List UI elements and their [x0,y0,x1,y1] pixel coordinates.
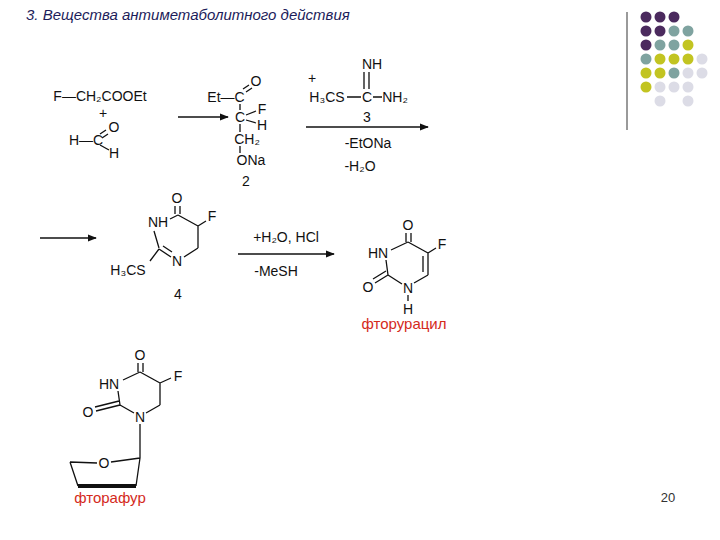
atom-label: C [235,110,245,124]
decor-dot [655,54,666,65]
decor-dot [655,82,666,93]
atom-label: NH [148,215,168,229]
atom-label: H [403,302,413,316]
atom-label: N [403,281,413,295]
atom-label: F [438,237,447,251]
decor-dot [683,68,694,79]
compound-name: фторафур [74,490,146,505]
decor-dot [683,54,694,65]
reaction-arrows [40,117,428,254]
decor-dot [697,54,708,65]
decor-dot [641,40,652,51]
decor-dot [641,68,652,79]
atom-label: -MeSH [254,264,298,278]
decor-dot [669,40,680,51]
atom-label: F [208,209,217,223]
atom-label: HN [99,377,119,391]
atom-label: 20 [661,491,675,504]
decor-dot [683,96,694,107]
atom-label: F [174,369,183,383]
fluorouracil-bonds [373,233,436,301]
atom-label: C [362,90,372,104]
decor-dot [697,68,708,79]
decor-dot [655,96,666,107]
atom-label: HN [368,246,388,260]
atom-label: H₃CS [309,90,344,104]
ftorafur-bonds [70,363,171,486]
decor-dot [669,12,680,23]
atom-label: H [257,118,267,132]
atom-label: 3 [363,110,371,124]
atom-label: O [109,120,120,134]
decor-dot [655,26,666,37]
atom-label: -H₂O [344,159,375,173]
atom-label: H—C [69,133,103,147]
atom-label: H₃CS [110,263,145,277]
decor-dot [683,82,694,93]
atom-label: O [99,456,110,470]
atom-label: O [251,74,262,88]
atom-label: NH [362,57,382,71]
atom-label: + [99,106,107,120]
decor-dot [669,68,680,79]
atom-label: +H₂O, HCl [253,230,319,244]
decor-dot [669,26,680,37]
reaction-arrow [238,253,334,254]
bonds [70,72,436,486]
slide-title: 3. Вещества антиметаболитного действия [26,6,350,23]
decor-dot [669,54,680,65]
atom-label: N [172,254,182,268]
atom-label: O [403,218,414,232]
decor-dot [683,40,694,51]
compound-name: фторурацил [362,316,447,331]
decor-dot [641,82,652,93]
atom-label: Et—C [207,90,244,104]
thf-bold-bond [78,484,136,488]
divider-rule [626,12,628,130]
decor-dot [641,54,652,65]
dot-grid [641,12,708,107]
decor-dot [669,82,680,93]
atom-label: O [83,405,94,419]
reaction-arrow [306,126,428,127]
atom-label: 2 [242,174,250,188]
atom-label: F—CH₂COOEt [53,89,146,103]
atom-label: H [109,146,119,160]
atom-label: NH₂ [382,90,408,104]
reaction-arrow [178,116,228,117]
atom-label: O [172,191,183,205]
atom-label: N [135,410,145,424]
decor-dot [655,12,666,23]
atom-label: O [135,348,146,362]
atom-label: -EtONa [345,136,392,150]
decor-dot [655,40,666,51]
decor-dot [683,26,694,37]
atom-label: ONa [237,153,266,167]
decor-dot [641,12,652,23]
atom-label: + [308,71,316,85]
atom-label: CH₂ [234,132,260,146]
reaction-arrow [40,237,96,238]
atom-label: O [363,280,374,294]
decor-dot [641,26,652,37]
atom-label: 4 [174,287,182,301]
decor-dot [655,68,666,79]
atom-label: F [258,102,267,116]
